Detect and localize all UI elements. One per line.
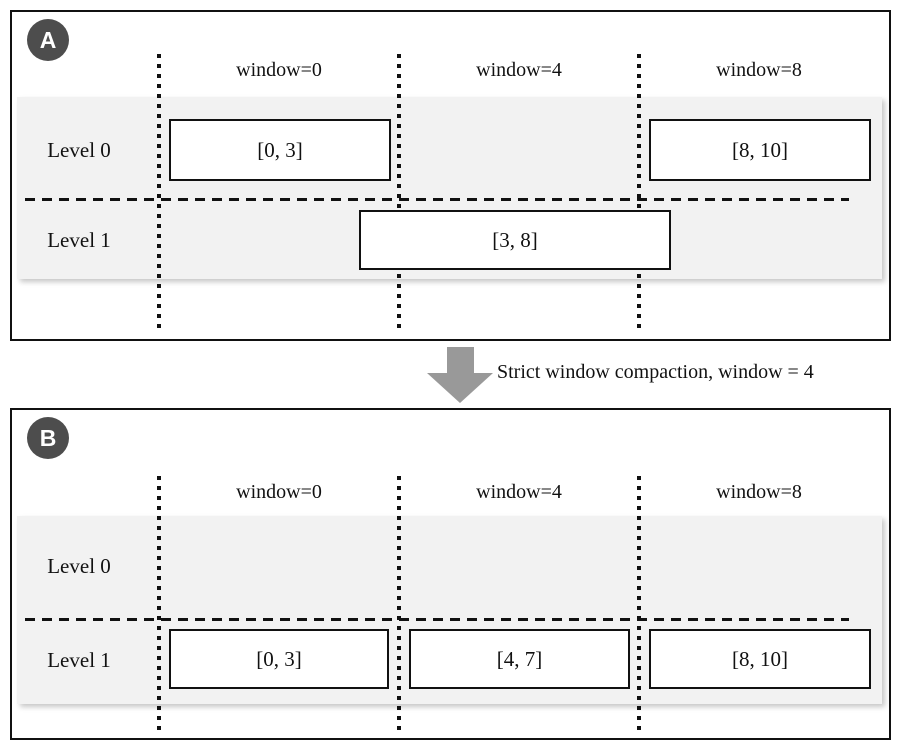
window-header: window=8 <box>716 59 802 81</box>
transition-label: Strict window compaction, window = 4 <box>497 361 814 383</box>
panel-b: B window=0 window=4 window=8 Level 0 Lev… <box>10 408 891 740</box>
window-boundary-dotted-line <box>397 54 401 334</box>
panel-a: A window=0 window=4 window=8 Level 0 Lev… <box>10 10 891 341</box>
window-header: window=4 <box>476 59 562 81</box>
window-boundary-dotted-line <box>637 54 641 334</box>
window-header: window=0 <box>236 59 322 81</box>
level-divider-dashed-line <box>25 198 849 201</box>
panel-a-badge: A <box>27 19 69 61</box>
sstable-box: [4, 7] <box>409 629 630 689</box>
sstable-box: [3, 8] <box>359 210 671 270</box>
sstable-box: [8, 10] <box>649 119 871 181</box>
level-divider-dashed-line <box>25 618 849 621</box>
window-boundary-dotted-line <box>157 54 161 334</box>
down-arrow-icon <box>447 347 474 374</box>
window-header: window=4 <box>476 481 562 503</box>
window-boundary-dotted-line <box>157 476 161 736</box>
window-boundary-dotted-line <box>637 476 641 736</box>
level-label: Level 1 <box>47 648 111 672</box>
panel-b-badge: B <box>27 417 69 459</box>
window-boundary-dotted-line <box>397 476 401 736</box>
down-arrow-icon <box>427 373 493 403</box>
sstable-box: [0, 3] <box>169 119 391 181</box>
level-label: Level 1 <box>47 228 111 252</box>
sstable-box: [8, 10] <box>649 629 871 689</box>
level-label: Level 0 <box>47 138 111 162</box>
window-header: window=8 <box>716 481 802 503</box>
sstable-box: [0, 3] <box>169 629 389 689</box>
window-header: window=0 <box>236 481 322 503</box>
level-label: Level 0 <box>47 554 111 578</box>
